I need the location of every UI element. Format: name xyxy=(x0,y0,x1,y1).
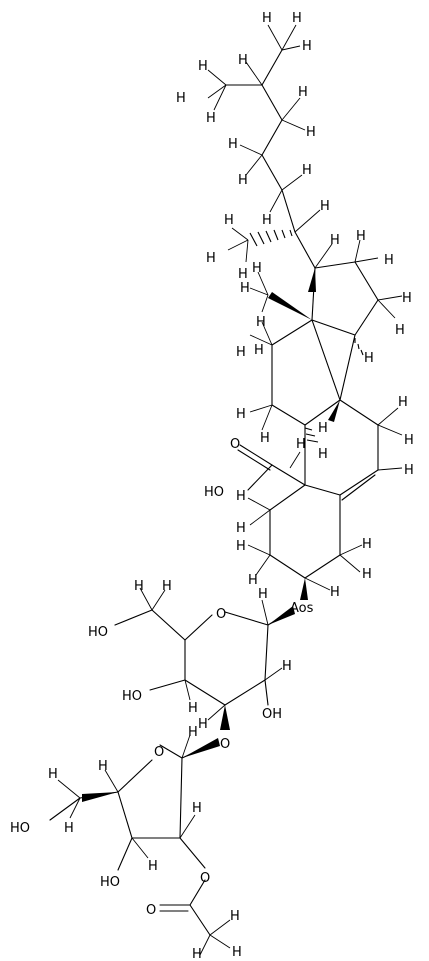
atom-oh: OH xyxy=(262,707,282,722)
c17-wedge xyxy=(308,268,316,292)
atom-h: H xyxy=(188,701,198,716)
c21-methyl-hashed-bond xyxy=(227,227,293,263)
atom-ho: HO xyxy=(100,875,120,890)
atom-h: H xyxy=(206,251,216,266)
atom-h: H xyxy=(224,213,234,228)
furanose-ring-bonds xyxy=(49,734,219,871)
atom-h: H xyxy=(362,567,372,582)
atom-ho: HO xyxy=(88,625,108,640)
atom-o: O xyxy=(154,745,164,760)
atom-h: H xyxy=(356,229,366,244)
atom-o: O xyxy=(220,737,230,752)
c5-wedge xyxy=(82,792,118,802)
c18-methyl-wedge xyxy=(268,292,312,320)
side-chain-bonds xyxy=(207,24,321,269)
atom-labels: H H H H H H H H H H H H H H H H H H H H … xyxy=(10,11,414,961)
atom-ho: HO xyxy=(204,485,224,500)
atom-h: H xyxy=(260,431,270,446)
atom-h: H xyxy=(198,59,208,74)
atom-h: H xyxy=(192,801,202,816)
atom-h: H xyxy=(404,463,414,478)
atom-h: H xyxy=(238,267,248,282)
c8-wedge-h xyxy=(328,400,340,422)
atom-h: H xyxy=(306,125,316,140)
atom-h: H xyxy=(318,447,328,462)
atom-h: H xyxy=(176,91,186,106)
atom-h: H xyxy=(256,315,266,330)
atom-h: H xyxy=(330,233,340,248)
atom-h: H xyxy=(364,351,374,366)
atom-h: H xyxy=(262,11,272,26)
atom-h: H xyxy=(238,53,248,68)
atom-h: H xyxy=(134,579,144,594)
atom-h: H xyxy=(236,407,246,422)
c3-wedge xyxy=(300,578,308,600)
atom-h: H xyxy=(282,659,292,674)
atom-h: H xyxy=(298,85,308,100)
atom-h: H xyxy=(230,909,240,924)
atom-h: H xyxy=(240,281,250,296)
atom-h: H xyxy=(98,759,108,774)
atom-h: H xyxy=(198,717,208,732)
c4-wedge xyxy=(220,705,230,730)
atom-h: H xyxy=(262,213,272,228)
atom-ho: HO xyxy=(122,689,142,704)
atom-h: H xyxy=(302,39,312,54)
acetyl-bonds xyxy=(159,879,231,956)
atom-h: H xyxy=(320,199,330,214)
atom-h: H xyxy=(254,343,264,358)
c14-hashed-h xyxy=(354,338,364,356)
ring-b-bonds xyxy=(304,399,403,501)
atom-aos: Aos xyxy=(290,601,314,616)
atom-h: H xyxy=(236,521,246,536)
atom-h: H xyxy=(404,433,414,448)
atom-h: H xyxy=(64,821,74,836)
atom-h: H xyxy=(248,573,258,588)
anomeric-wedge xyxy=(268,606,295,625)
atom-h: H xyxy=(48,767,58,782)
atom-h: H xyxy=(206,111,216,126)
atom-h: H xyxy=(362,537,372,552)
atom-h: H xyxy=(188,725,198,740)
atom-h: H xyxy=(238,173,248,188)
atom-o: O xyxy=(146,903,156,918)
atom-h: H xyxy=(384,253,394,268)
atom-h: H xyxy=(236,345,246,360)
atom-h: H xyxy=(232,945,242,960)
atom-h: H xyxy=(296,437,306,452)
furanose-anomeric-wedge xyxy=(182,738,220,758)
atom-h: H xyxy=(402,291,412,306)
atom-h: H xyxy=(228,137,238,152)
c9-hashed-h xyxy=(304,427,319,443)
atom-h: H xyxy=(398,395,408,410)
atom-h: H xyxy=(292,11,302,26)
ring-a-bonds xyxy=(247,484,363,591)
atom-ho: HO xyxy=(10,821,30,836)
atom-h: H xyxy=(236,489,246,504)
atom-h: H xyxy=(258,587,268,602)
atom-h: H xyxy=(252,261,262,276)
atom-h: H xyxy=(330,585,340,600)
atom-h: H xyxy=(302,163,312,178)
atom-o: O xyxy=(230,437,240,452)
atom-h: H xyxy=(192,947,202,961)
atom-o: O xyxy=(216,607,226,622)
atom-h: H xyxy=(318,421,328,436)
atom-o: O xyxy=(200,871,210,886)
ring-d-bonds xyxy=(311,239,403,336)
ring-c-bonds xyxy=(249,319,356,431)
atom-h: H xyxy=(236,539,246,554)
atom-h: H xyxy=(162,579,172,594)
atom-h: H xyxy=(395,323,405,338)
atom-h: H xyxy=(148,859,158,874)
